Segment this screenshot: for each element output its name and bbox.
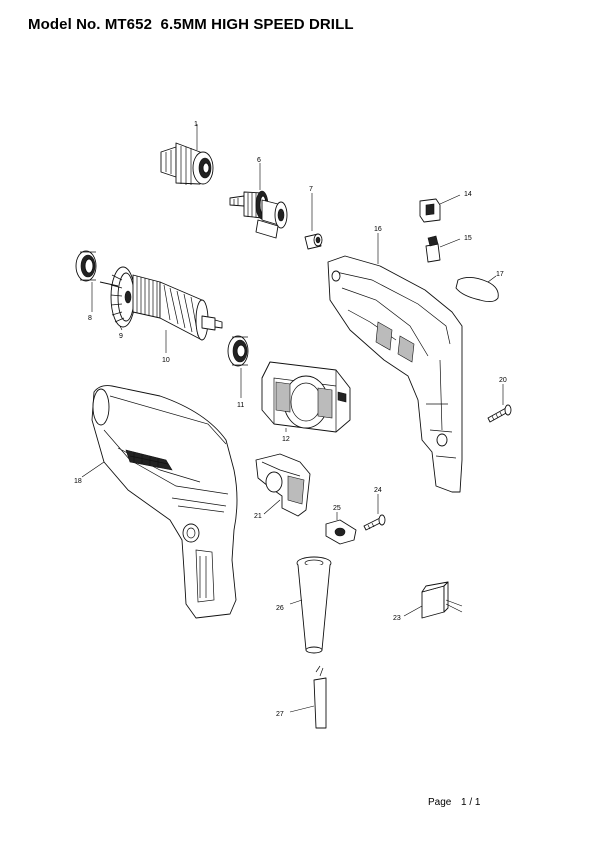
part-label-16: 16: [374, 226, 382, 233]
footer-page-label: Page: [428, 797, 452, 808]
part-6-gear-shaft: 6: [229, 157, 288, 239]
footer-page-number: 1 / 1: [461, 797, 481, 808]
part-26-cord-guard: 26: [276, 556, 332, 654]
part-12-field: 12: [261, 361, 351, 443]
part-11-ball-bearing: 11: [227, 335, 249, 409]
part-label-11: 11: [237, 402, 244, 409]
part-18-housing-grip: 18: [74, 385, 238, 619]
part-label-9: 9: [119, 333, 123, 340]
part-17-nameplate: 17: [455, 271, 504, 303]
part-label-23: 23: [393, 615, 401, 622]
part-16-housing: 16: [327, 226, 463, 493]
part-label-17: 17: [496, 271, 504, 278]
part-label-25: 25: [333, 505, 341, 512]
part-label-6: 6: [257, 157, 261, 164]
part-label-14: 14: [464, 191, 472, 198]
part-label-26: 26: [276, 605, 284, 612]
part-label-7: 7: [309, 186, 313, 193]
part-label-21: 21: [254, 513, 262, 520]
part-10-armature: 10: [99, 274, 223, 364]
part-label-24: 24: [374, 487, 382, 494]
part-label-1: 1: [194, 121, 198, 128]
page-title: Model No. MT652 6.5MM HIGH SPEED DRILL: [28, 16, 354, 33]
part-8-ball-bearing: 8: [75, 250, 97, 322]
part-label-27: 27: [276, 711, 284, 718]
part-label-18: 18: [74, 478, 82, 485]
part-label-20: 20: [499, 377, 507, 384]
part-label-15: 15: [464, 235, 472, 242]
part-21-switch: 21: [254, 453, 311, 520]
part-label-12: 12: [282, 436, 290, 443]
part-27-power-cord: 27: [276, 665, 327, 729]
part-25-strain-relief: 25: [325, 505, 357, 545]
part-14-brush-holder: 14: [419, 191, 472, 223]
part-7-sleeve: 7: [304, 186, 323, 250]
part-15-carbon-brush: 15: [425, 235, 472, 263]
part-label-10: 10: [162, 357, 170, 364]
part-label-8: 8: [88, 315, 92, 322]
part-24-screw: 24: [363, 487, 386, 531]
part-23-capacitor: 23: [393, 581, 463, 622]
part-9-fan: 9: [110, 266, 136, 340]
part-1-chuck: 1: [160, 121, 214, 185]
part-20-screw: 20: [487, 377, 512, 423]
